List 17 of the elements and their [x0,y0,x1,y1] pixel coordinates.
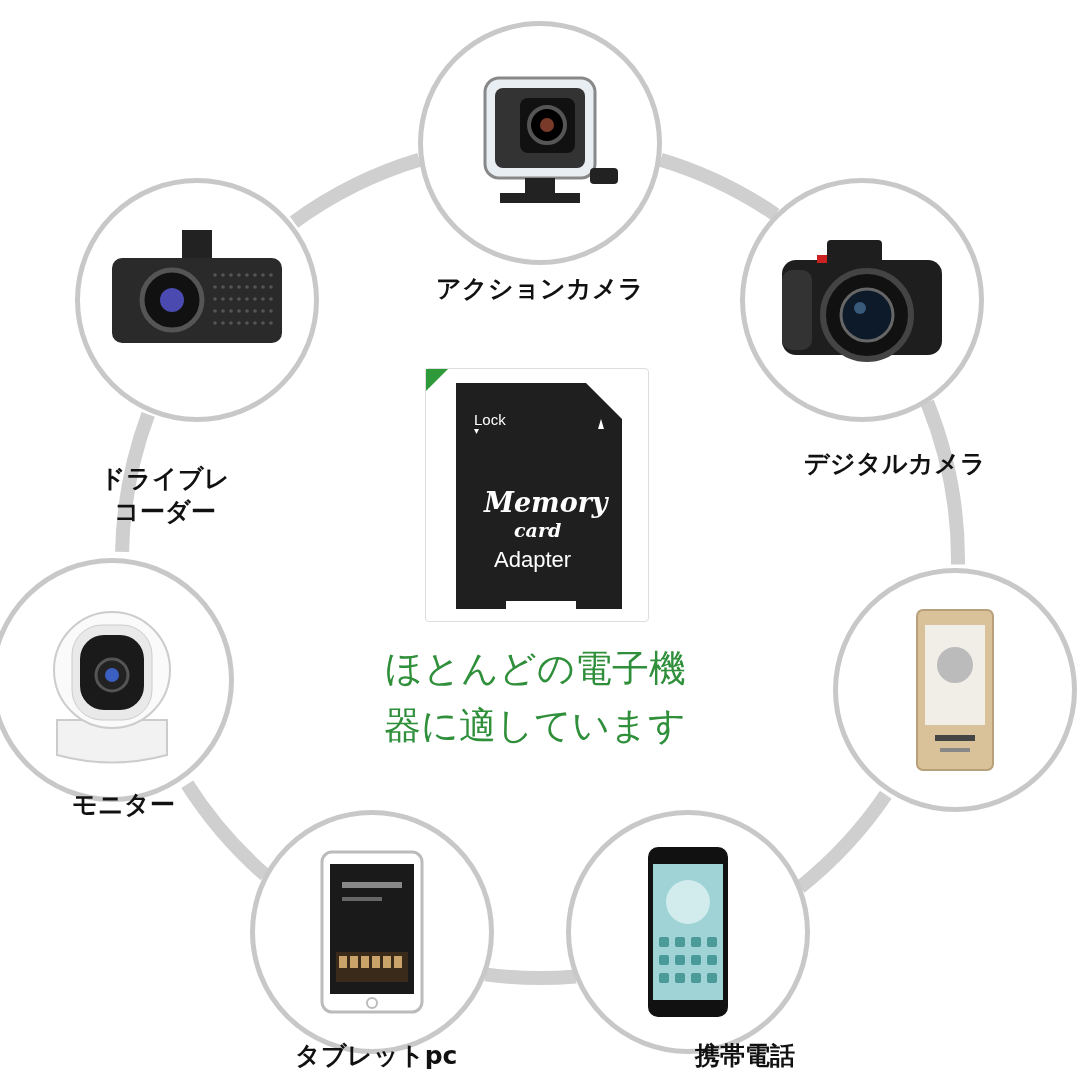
adapter-card [425,368,649,622]
ring-connector [115,412,155,553]
card-text: Adapter [494,547,572,573]
device-caption: デジタルカメラ [803,448,987,480]
device-caption: アクションカメラ [435,273,645,305]
card-text: card [514,519,562,541]
lock-text: Lock [474,411,506,428]
ring-connector [920,400,965,565]
device-caption: モニター [70,789,176,821]
ring-connector [290,153,422,228]
ring-connector [484,967,577,985]
device-caption: 携帯電話 [693,1040,796,1072]
card-text: Memory [484,487,608,518]
device-caption: ドライブレコーダー [99,463,231,528]
compatibility-note: ほとんどの電子機器に適しています [383,646,687,750]
ring-connector [658,153,780,221]
device-caption: タブレットpc [293,1040,459,1072]
